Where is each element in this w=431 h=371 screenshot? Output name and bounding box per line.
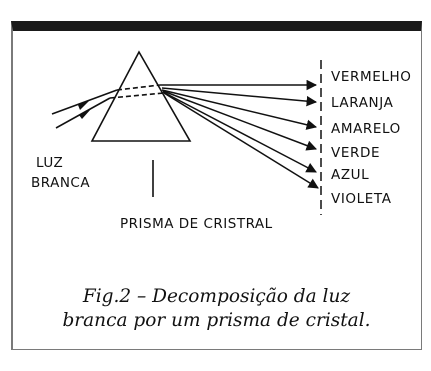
label-prisma: PRISMA DE CRISTRAL: [120, 216, 273, 232]
caption-line-1: Fig.2 – Decomposição da luz: [82, 286, 351, 307]
label-branca: BRANCA: [31, 175, 90, 191]
label-amarelo: AMARELO: [331, 121, 401, 137]
label-luz: LUZ: [36, 155, 63, 171]
label-laranja: LARANJA: [331, 95, 394, 111]
internal-ray-top: [116, 84, 161, 91]
ray-laranja: [161, 87, 318, 107]
dispersed-rays: [160, 79, 319, 189]
ray-violeta: [163, 92, 319, 189]
figure-caption: Fig.2 – Decomposição da luz branca por u…: [11, 285, 422, 333]
ray-azul: [162, 91, 317, 173]
label-vermelho: VERMELHO: [331, 69, 411, 85]
label-verde: VERDE: [331, 145, 380, 161]
ray-verde: [162, 90, 317, 151]
incoming-ray-bottom-arrow: [79, 109, 91, 119]
incoming-ray-top-arrow: [78, 100, 90, 110]
internal-ray-bottom: [109, 92, 165, 99]
label-violeta: VIOLETA: [331, 191, 392, 207]
prism-triangle: [90, 50, 192, 142]
label-azul: AZUL: [331, 167, 369, 183]
incoming-ray-top: [51, 89, 118, 115]
figure-frame: [11, 21, 422, 350]
caption-line-2: branca por um prisma de cristal.: [62, 310, 371, 331]
ray-amarelo: [161, 89, 318, 130]
